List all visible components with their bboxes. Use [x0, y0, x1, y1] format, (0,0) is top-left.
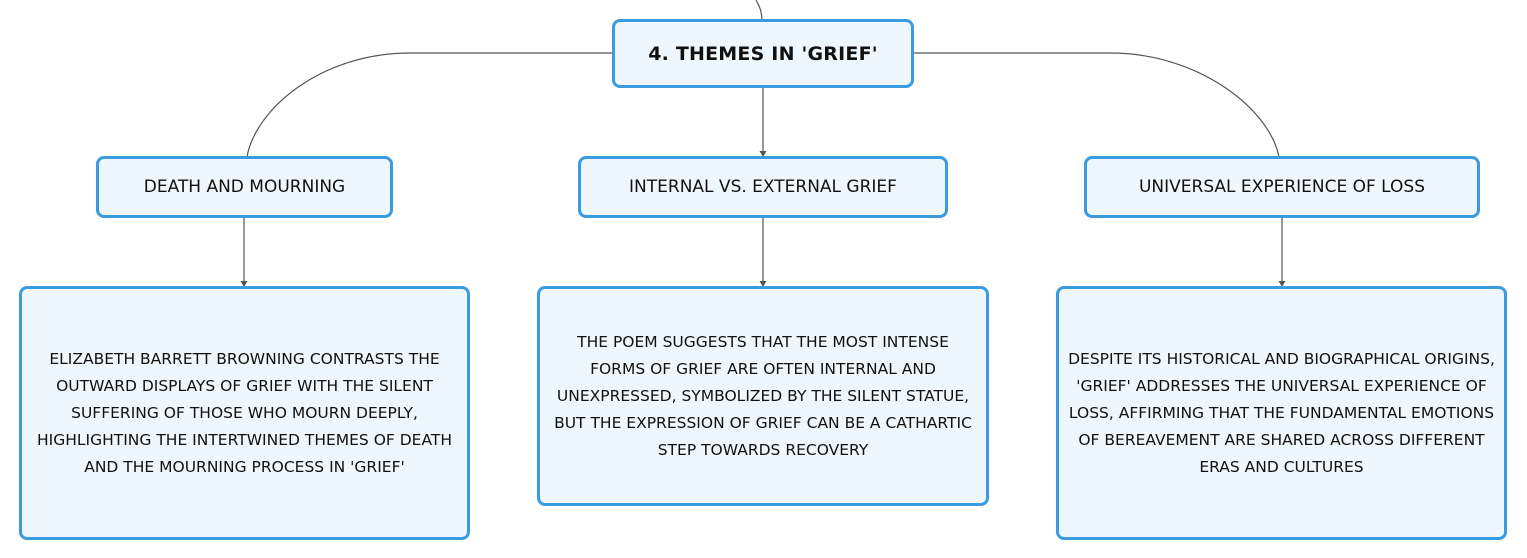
arrowhead-detail-2 [759, 281, 767, 287]
root-label: 4. THEMES IN 'GRIEF' [648, 42, 878, 65]
topic-label: UNIVERSAL EXPERIENCE OF LOSS [1138, 177, 1426, 197]
root-node[interactable]: 4. THEMES IN 'GRIEF' [612, 19, 914, 88]
detail-node-death-and-mourning[interactable]: ELIZABETH BARRETT BROWNING CONTRASTS THE… [19, 286, 470, 540]
topic-label: INTERNAL VS. EXTERNAL GRIEF [629, 177, 897, 197]
topic-node-death-and-mourning[interactable]: DEATH AND MOURNING [96, 156, 393, 218]
topic-node-internal-vs-external-grief[interactable]: INTERNAL VS. EXTERNAL GRIEF [578, 156, 948, 218]
detail-text: ELIZABETH BARRETT BROWNING CONTRASTS THE… [36, 349, 452, 476]
connector-parent-to-root [755, 0, 763, 21]
detail-node-internal-vs-external-grief[interactable]: THE POEM SUGGESTS THAT THE MOST INTENSE … [537, 286, 989, 506]
arrowhead-topic-2 [759, 151, 767, 157]
detail-node-universal-experience-of-loss[interactable]: DESPITE ITS HISTORICAL AND BIOGRAPHICAL … [1056, 286, 1507, 540]
connector-root-to-topic-1 [246, 52, 613, 158]
arrowhead-detail-3 [1278, 281, 1286, 287]
detail-text: DESPITE ITS HISTORICAL AND BIOGRAPHICAL … [1068, 349, 1495, 476]
arrowhead-detail-1 [240, 281, 248, 287]
connector-root-to-topic-3 [913, 52, 1280, 158]
topic-node-universal-experience-of-loss[interactable]: UNIVERSAL EXPERIENCE OF LOSS [1084, 156, 1480, 218]
topic-label: DEATH AND MOURNING [143, 177, 346, 197]
detail-text: THE POEM SUGGESTS THAT THE MOST INTENSE … [554, 332, 972, 459]
